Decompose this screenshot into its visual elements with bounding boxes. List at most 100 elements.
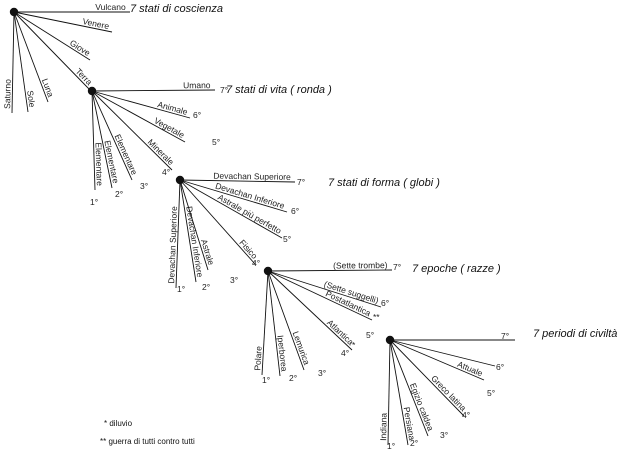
ordinal-number: 3° — [230, 275, 238, 285]
ray-line — [91, 90, 96, 191]
ray-line — [179, 179, 209, 271]
ray-label: Umano — [183, 80, 211, 90]
ray-label-group: Devachan Superiore — [213, 171, 291, 182]
ordinal-number: 4° — [162, 167, 170, 177]
ordinal-number: 3° — [140, 181, 148, 191]
ray-label: Attuale — [456, 359, 485, 379]
ray-label-group: Iperborea — [275, 335, 289, 373]
ordinal-number: 5° — [283, 234, 291, 244]
ray-label: Lemurica — [291, 330, 312, 367]
ray-label-group: Indiana — [378, 413, 389, 441]
footnote-war: ** guerra di tutti contro tutti — [100, 437, 195, 446]
ray-label-group: Giove — [68, 38, 92, 58]
ordinal-number: 1° — [387, 441, 395, 451]
ordinal-number: 1° — [262, 375, 270, 385]
ordinal-number: 3° — [440, 430, 448, 440]
ordinal-number: 7° — [220, 85, 228, 95]
ray-label-group: Lemurica — [291, 330, 312, 367]
ray-line — [267, 269, 393, 272]
stage-title: 7 periodi di civiltà — [533, 328, 617, 340]
ray-line — [179, 179, 288, 213]
ordinal-number: 2° — [410, 438, 418, 448]
ray-line — [179, 179, 283, 239]
ray-label-group: Sole — [25, 90, 37, 109]
ray-label-group: Animale — [156, 99, 189, 117]
ordinal-number: 1° — [90, 197, 98, 207]
asterisk-mark: * — [352, 340, 356, 350]
ray-line — [91, 89, 216, 92]
ray-label: Minerale — [146, 137, 176, 167]
ray-line — [91, 90, 113, 189]
ray-line — [13, 11, 113, 33]
ray-label: Polare — [252, 346, 263, 371]
ordinal-number: 5° — [212, 137, 220, 147]
ordinal-number: 7° — [501, 331, 509, 341]
ordinal-number: 5° — [366, 330, 374, 340]
ordinal-number: 6° — [496, 362, 504, 372]
ray-line — [91, 90, 191, 119]
ray-label-group: Umano — [183, 80, 211, 90]
ray-line — [389, 339, 409, 446]
ordinal-number: 4° — [462, 410, 470, 420]
ordinal-number: 4° — [341, 348, 349, 358]
ray-label-group: Greco latina — [429, 373, 468, 413]
ray-line — [91, 90, 133, 181]
ray-line — [267, 270, 305, 371]
ray-label: (Sette trombe) — [333, 260, 388, 270]
ray-line — [389, 339, 496, 367]
ray-line — [175, 179, 181, 289]
ordinal-number: 3° — [318, 368, 326, 378]
ray-line — [179, 179, 197, 283]
ray-line — [389, 339, 465, 417]
ray-label: Greco latina — [429, 373, 468, 413]
ray-label-group: Saturno — [2, 79, 13, 109]
ray-label: Devachan Superiore — [166, 206, 179, 284]
ray-line — [387, 339, 391, 446]
ray-line — [267, 270, 373, 321]
ray-line — [267, 270, 382, 308]
ray-label: Elementare — [94, 142, 105, 186]
ray-line — [91, 90, 173, 171]
ordinal-number: 2° — [115, 189, 123, 199]
stage-title: 7 epoche ( razze ) — [412, 263, 501, 275]
footnote-flood: * diluvio — [104, 419, 133, 428]
ordinal-number: 7° — [393, 262, 401, 272]
ray-line — [13, 11, 29, 113]
stage-title: 7 stati di forma ( globi ) — [328, 177, 440, 189]
ordinal-number: 2° — [202, 282, 210, 292]
ray-label: Animale — [156, 99, 189, 117]
ray-label: Saturno — [2, 79, 13, 109]
ray-label-group: Vulcano — [95, 2, 126, 12]
ray-label-group: Vegetale — [152, 115, 186, 140]
ordinal-number: 6° — [193, 110, 201, 120]
stage-title: 7 stati di coscienza — [130, 3, 223, 15]
ray-label: Sole — [25, 90, 37, 109]
ray-label: Iperborea — [275, 335, 289, 373]
ray-line — [13, 11, 91, 61]
ray-label: Giove — [68, 38, 92, 58]
ray-line — [13, 11, 91, 91]
ray-label: Vulcano — [95, 2, 126, 12]
ray-label: Vegetale — [152, 115, 186, 140]
ordinal-number: 1° — [177, 284, 185, 294]
ordinal-number: 6° — [291, 206, 299, 216]
ray-label-group: Elementare — [94, 142, 105, 186]
ray-label-group: Minerale — [146, 137, 176, 167]
ray-line — [13, 11, 49, 103]
ray-label-group: Polare — [252, 346, 263, 371]
ordinal-number: 7° — [297, 177, 305, 187]
ray-line — [179, 179, 296, 183]
ray-line — [389, 339, 485, 381]
ray-line — [11, 11, 15, 114]
ray-line — [91, 90, 186, 143]
ray-label-group: Attuale — [456, 359, 485, 379]
ray-label: Devachan Superiore — [213, 171, 291, 182]
ordinal-number: 2° — [289, 373, 297, 383]
ordinal-number: 4° — [252, 258, 260, 268]
ray-label: Indiana — [378, 413, 389, 441]
ray-line — [261, 270, 269, 376]
ray-line — [389, 339, 429, 437]
ray-label-group: (Sette trombe) — [333, 260, 388, 270]
